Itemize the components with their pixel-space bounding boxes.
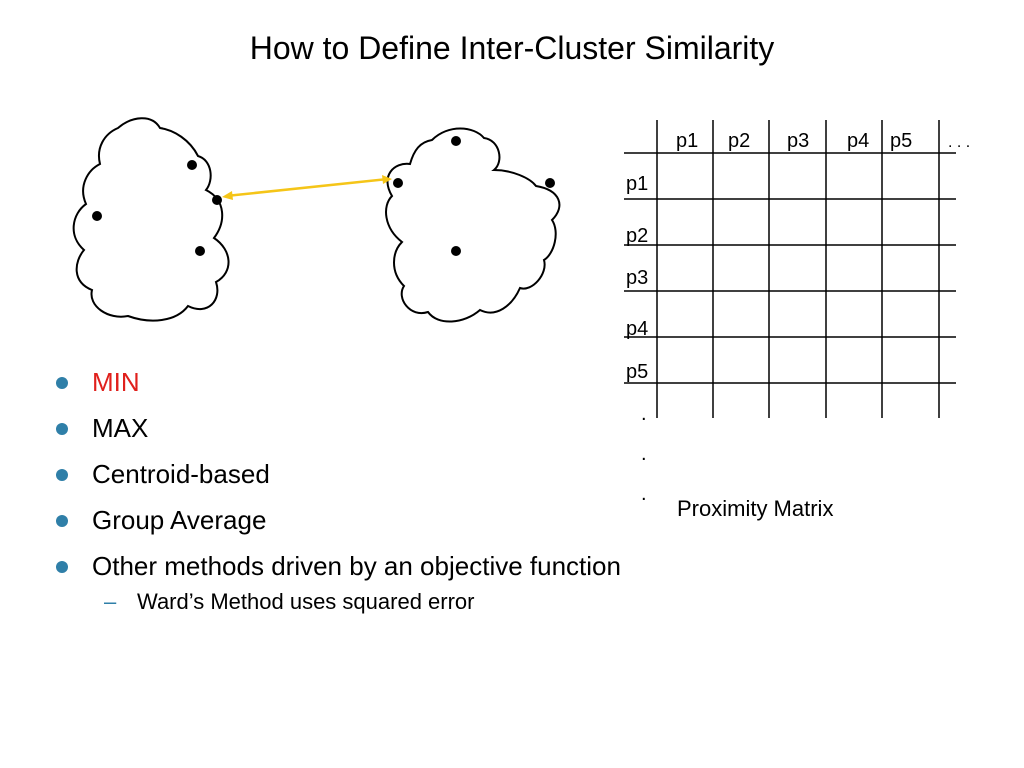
matrix-col-header: p2 [728, 130, 750, 152]
slide-title: How to Define Inter-Cluster Similarity [249, 30, 775, 66]
sub-bullet-text: Ward’s Method uses squared error [137, 589, 475, 614]
bullet-dot-icon [56, 469, 68, 481]
matrix-column-headers: p1 p2 p3 p4 p5 . . . [676, 130, 970, 152]
matrix-row-ellipsis: . [641, 403, 647, 425]
right-point [451, 136, 461, 146]
sub-bullet-item: – Ward’s Method uses squared error [92, 588, 640, 616]
right-cluster-outline [385, 127, 561, 323]
matrix-col-header: p3 [787, 130, 809, 152]
left-point [92, 211, 102, 221]
matrix-row-header: p4 [626, 318, 648, 340]
matrix-row-header: p1 [626, 173, 648, 195]
matrix-row-ellipsis: . [641, 483, 647, 505]
bullet-text: Centroid-based [92, 459, 270, 489]
bullet-item: Group Average [50, 504, 640, 536]
bullet-dot-icon [56, 377, 68, 389]
matrix-col-header: p4 [847, 130, 869, 152]
bullet-item: MIN [50, 366, 640, 398]
matrix-col-header: p5 [890, 130, 912, 152]
left-point [195, 246, 205, 256]
bullet-dot-icon [56, 515, 68, 527]
matrix-row-headers: p1 p2 p3 p4 p5 . . . [626, 173, 648, 505]
matrix-row-ellipsis: . [641, 443, 647, 465]
sub-bullet-list: – Ward’s Method uses squared error [92, 588, 640, 616]
min-link-arrow [222, 175, 392, 200]
bullet-dot-icon [56, 423, 68, 435]
matrix-row-header: p2 [626, 225, 648, 247]
left-cluster-outline [72, 117, 230, 322]
bullet-text: Group Average [92, 505, 267, 535]
bullet-dot-icon [56, 561, 68, 573]
matrix-row-header: p5 [626, 361, 648, 383]
proximity-matrix [624, 120, 956, 418]
matrix-row-header: p3 [626, 267, 648, 289]
left-point [187, 160, 197, 170]
bullet-item: Other methods driven by an objective fun… [50, 550, 640, 616]
right-point [393, 178, 403, 188]
bullet-text: MAX [92, 413, 149, 443]
dash-icon: – [104, 589, 117, 614]
right-point [451, 246, 461, 256]
bullet-text: MIN [92, 367, 140, 397]
left-point [212, 195, 222, 205]
matrix-caption: Proximity Matrix [677, 496, 834, 521]
bullet-list: MIN MAX Centroid-based Group Average Oth… [50, 366, 640, 630]
bullet-text: Other methods driven by an objective fun… [92, 551, 621, 581]
right-point [545, 178, 555, 188]
matrix-col-header-ellipsis: . . . [948, 134, 970, 151]
bullet-item: MAX [50, 412, 640, 444]
matrix-col-header: p1 [676, 130, 698, 152]
bullet-item: Centroid-based [50, 458, 640, 490]
